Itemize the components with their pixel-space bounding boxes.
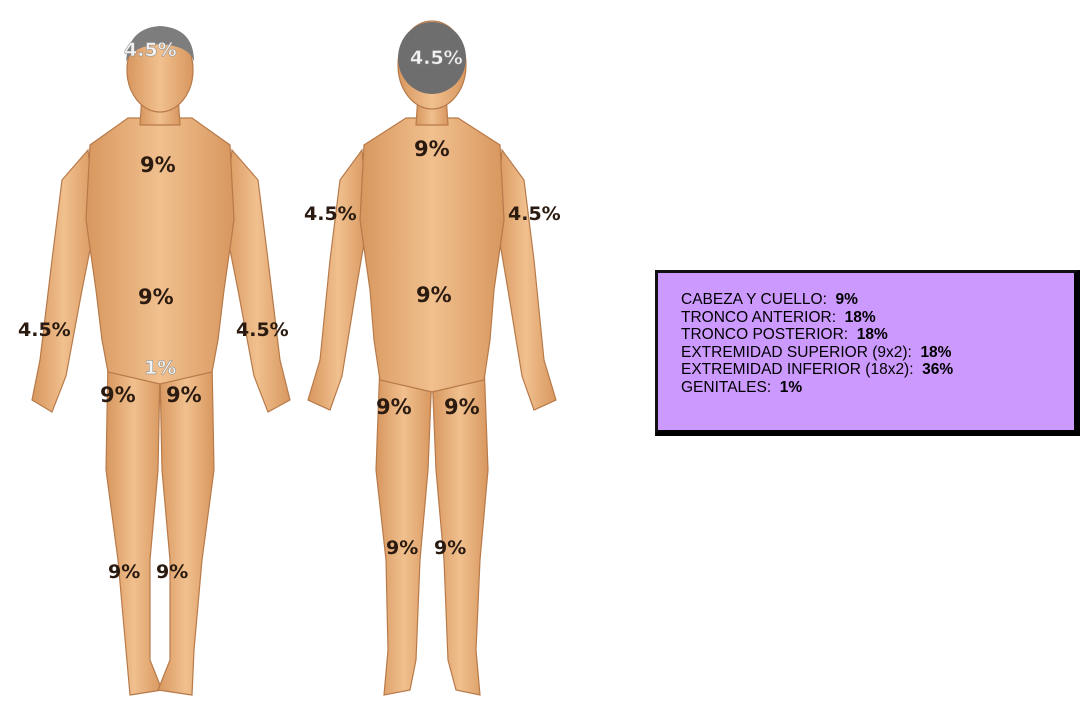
legend-label: CABEZA Y CUELLO: <box>681 291 827 308</box>
legend-value: 18% <box>857 326 888 343</box>
back-left-arm-pct: 4.5% <box>304 203 357 225</box>
legend-label: GENITALES: <box>681 379 771 396</box>
front-chest-pct: 9% <box>140 153 176 177</box>
legend-label: TRONCO POSTERIOR: <box>681 326 848 343</box>
front-head-pct: 4.5% <box>124 39 177 61</box>
legend-label: EXTREMIDAD INFERIOR (18x2): <box>681 361 914 378</box>
legend-value: 18% <box>920 344 951 361</box>
front-genitals-pct: 1% <box>144 357 176 379</box>
back-left-thigh-pct: 9% <box>376 395 412 419</box>
legend-row-lower-limb: EXTREMIDAD INFERIOR (18x2): 36% <box>681 361 1074 379</box>
legend-row-posterior-trunk: TRONCO POSTERIOR: 18% <box>681 326 1074 344</box>
rule-of-nines-figure: 4.5% 9% 9% 4.5% 4.5% 1% 9% 9% 9% 9% 4.5%… <box>0 0 620 701</box>
legend-value: 1% <box>780 379 802 396</box>
back-right-calf-pct: 9% <box>434 537 466 559</box>
legend-row-upper-limb: EXTREMIDAD SUPERIOR (9x2): 18% <box>681 344 1074 362</box>
back-left-calf-pct: 9% <box>386 537 418 559</box>
front-left-shin-pct: 9% <box>108 561 140 583</box>
legend-value: 18% <box>845 309 876 326</box>
back-head-pct: 4.5% <box>410 47 463 69</box>
front-left-thigh-pct: 9% <box>100 383 136 407</box>
legend-label: EXTREMIDAD SUPERIOR (9x2): <box>681 344 912 361</box>
legend-row-genitals: GENITALES: 1% <box>681 379 1074 397</box>
legend-panel: CABEZA Y CUELLO: 9% TRONCO ANTERIOR: 18%… <box>655 270 1080 436</box>
back-lower-back-pct: 9% <box>416 283 452 307</box>
front-abdomen-pct: 9% <box>138 285 174 309</box>
legend-row-head-neck: CABEZA Y CUELLO: 9% <box>681 291 1074 309</box>
back-body <box>308 21 556 695</box>
back-right-thigh-pct: 9% <box>444 395 480 419</box>
front-right-arm-pct: 4.5% <box>236 319 289 341</box>
legend-row-anterior-trunk: TRONCO ANTERIOR: 18% <box>681 309 1074 327</box>
front-right-thigh-pct: 9% <box>166 383 202 407</box>
front-left-arm-pct: 4.5% <box>18 319 71 341</box>
front-right-shin-pct: 9% <box>156 561 188 583</box>
legend-value: 9% <box>836 291 858 308</box>
legend-value: 36% <box>922 361 953 378</box>
back-right-arm-pct: 4.5% <box>508 203 561 225</box>
back-upper-back-pct: 9% <box>414 137 450 161</box>
legend-label: TRONCO ANTERIOR: <box>681 309 836 326</box>
